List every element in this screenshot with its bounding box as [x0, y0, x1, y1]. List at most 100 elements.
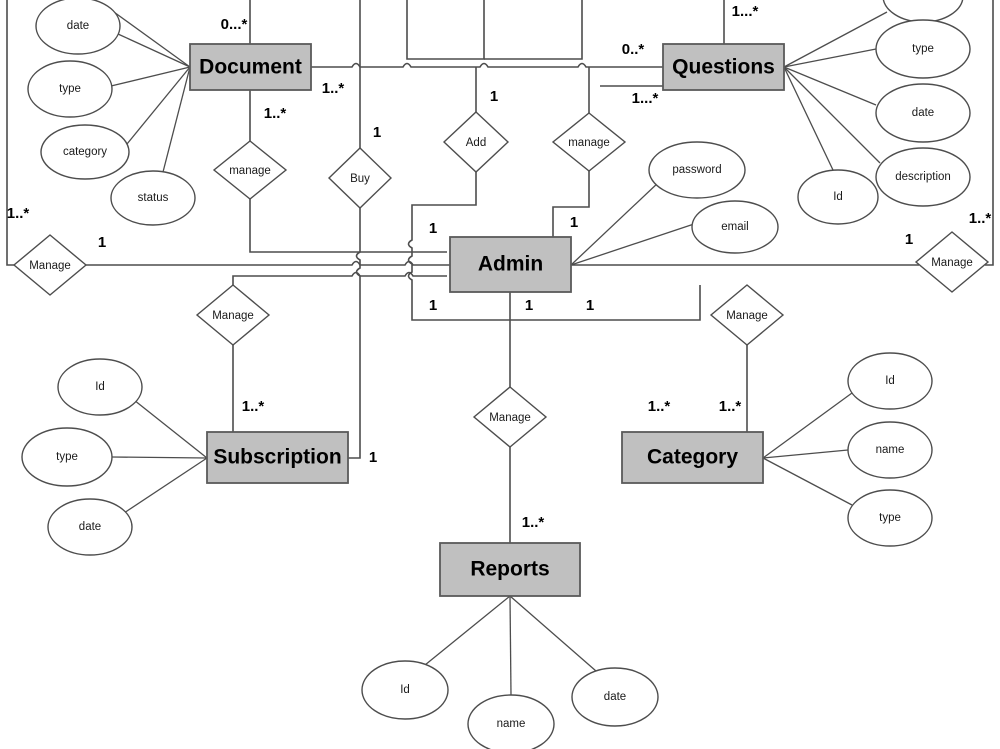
- cardinality-left-many: 1..*: [7, 205, 30, 222]
- edge-document-status: [162, 66, 191, 173]
- attribute-questions-description[interactable]: description: [875, 147, 971, 207]
- attribute-reports-name[interactable]: name: [467, 694, 555, 749]
- edge-subscription-id: [133, 399, 208, 459]
- relationship-manage-subscription[interactable]: Manage: [195, 284, 271, 346]
- cardinality-labels: 0...* 1..* 1..* 1 1 1...* 0..* 1...* 1..…: [7, 3, 992, 531]
- attribute-category-type[interactable]: type: [847, 489, 933, 547]
- attribute-reports-date[interactable]: date: [571, 667, 659, 727]
- edge-document-type: [110, 66, 191, 87]
- edge-left-rail: [6, 0, 17, 266]
- entity-document[interactable]: Document: [189, 43, 312, 91]
- ellipse-shape: [691, 200, 779, 254]
- attribute-reports-id[interactable]: Id: [361, 660, 449, 720]
- diamond-shape: [709, 284, 785, 346]
- entity-admin[interactable]: Admin: [449, 236, 572, 293]
- relationship-manage-document[interactable]: manage: [212, 140, 288, 200]
- cardinality-add-top: 1: [490, 88, 498, 105]
- attribute-admin-password[interactable]: password: [648, 141, 746, 199]
- entity-label: Reports: [470, 558, 549, 581]
- cardinality-buy-top: 1: [373, 124, 381, 141]
- attribute-label: date: [604, 691, 626, 703]
- edge-category-id: [762, 392, 853, 459]
- attribute-document-category[interactable]: category: [40, 124, 130, 180]
- attribute-label: Id: [833, 191, 843, 203]
- edge-add-admin: [407, 172, 701, 321]
- attribute-document-type[interactable]: type: [27, 60, 113, 118]
- entity-box: [662, 43, 785, 91]
- attribute-subscription-type[interactable]: type: [21, 427, 113, 487]
- entity-category[interactable]: Category: [621, 431, 764, 484]
- entity-reports[interactable]: Reports: [439, 542, 581, 597]
- entity-subscription[interactable]: Subscription: [206, 431, 349, 484]
- relationship-manage-questions[interactable]: manage: [551, 112, 627, 172]
- attribute-label: Id: [400, 684, 410, 696]
- ellipse-shape: [110, 170, 196, 226]
- ellipse-shape: [57, 358, 143, 416]
- edge-subscription-buy: [348, 340, 361, 459]
- attribute-category-id[interactable]: Id: [847, 352, 933, 410]
- entity-questions[interactable]: Questions: [662, 43, 785, 91]
- edge-manage-admin: [249, 199, 447, 253]
- attribute-label: date: [912, 107, 934, 119]
- attribute-questions-type[interactable]: type: [875, 19, 971, 79]
- ellipse-shape: [40, 124, 130, 180]
- attribute-admin-email[interactable]: email: [691, 200, 779, 254]
- edge-left-manage-admin: [83, 260, 450, 266]
- ellipse-shape: [875, 147, 971, 207]
- attribute-questions-id[interactable]: Id: [797, 169, 879, 225]
- entity-box: [621, 431, 764, 484]
- attribute-document-date[interactable]: date: [35, 0, 121, 55]
- attribute-label: type: [879, 512, 901, 524]
- edge-category-type: [762, 457, 853, 506]
- ellipse-shape: [361, 660, 449, 720]
- relationship-manage-reports[interactable]: Manage: [472, 386, 548, 448]
- attribute-document-status[interactable]: status: [110, 170, 196, 226]
- cardinality-questions-left: 0..*: [622, 41, 645, 58]
- relationship-manage-left[interactable]: Manage: [12, 234, 88, 296]
- relationship-manage-category[interactable]: Manage: [709, 284, 785, 346]
- relationship-label: Manage: [931, 257, 973, 269]
- ellipse-shape: [27, 60, 113, 118]
- edge-questions-name: [783, 11, 888, 68]
- relationship-nodes: manage Buy Add manage Manage Manage: [12, 111, 990, 448]
- cardinality-admin-bottom-1: 1: [429, 297, 437, 314]
- relationship-label: Buy: [350, 173, 370, 185]
- relationship-label: Manage: [212, 310, 254, 322]
- relationship-label: Manage: [29, 260, 71, 272]
- edge-admin-email: [570, 223, 695, 266]
- entity-box: [449, 236, 572, 293]
- attribute-category-name[interactable]: name: [847, 421, 933, 479]
- relationship-add[interactable]: Add: [442, 111, 510, 173]
- entity-label: Subscription: [213, 446, 341, 469]
- cardinality-left-one: 1: [98, 234, 106, 251]
- edge-manage-questions-admin: [552, 171, 590, 237]
- edge-document-category: [126, 66, 191, 145]
- ellipse-shape: [875, 19, 971, 79]
- entity-nodes: Document Questions Admin Subscription Ca…: [189, 43, 785, 597]
- diamond-shape: [195, 284, 271, 346]
- ellipse-shape: [847, 352, 933, 410]
- edge-subscription-type: [111, 456, 208, 459]
- attribute-questions-date[interactable]: date: [875, 83, 971, 143]
- attribute-label: Id: [885, 375, 895, 387]
- cardinality-category-left: 1..*: [648, 398, 671, 415]
- attribute-subscription-id[interactable]: Id: [57, 358, 143, 416]
- edge-reports-id: [424, 595, 511, 666]
- relationship-label: Manage: [489, 412, 531, 424]
- edge-reports-name: [509, 595, 512, 696]
- attribute-label: description: [895, 171, 951, 183]
- attribute-subscription-date[interactable]: date: [47, 498, 133, 556]
- cardinality-questions-top: 1...*: [732, 3, 759, 20]
- relationship-manage-right[interactable]: Manage: [914, 231, 990, 293]
- ellipse-shape: [882, 0, 964, 23]
- ellipse-shape: [847, 421, 933, 479]
- edge-admin-password: [570, 180, 661, 266]
- entity-box: [439, 542, 581, 597]
- attribute-questions-unnamed[interactable]: [882, 0, 964, 23]
- relationship-buy[interactable]: Buy: [327, 147, 393, 209]
- entity-label: Category: [647, 446, 738, 469]
- cardinality-reports-top: 1..*: [522, 514, 545, 531]
- cardinality-admin-bottom-3: 1: [586, 297, 594, 314]
- cardinality-questions-left-2: 1...*: [632, 90, 659, 107]
